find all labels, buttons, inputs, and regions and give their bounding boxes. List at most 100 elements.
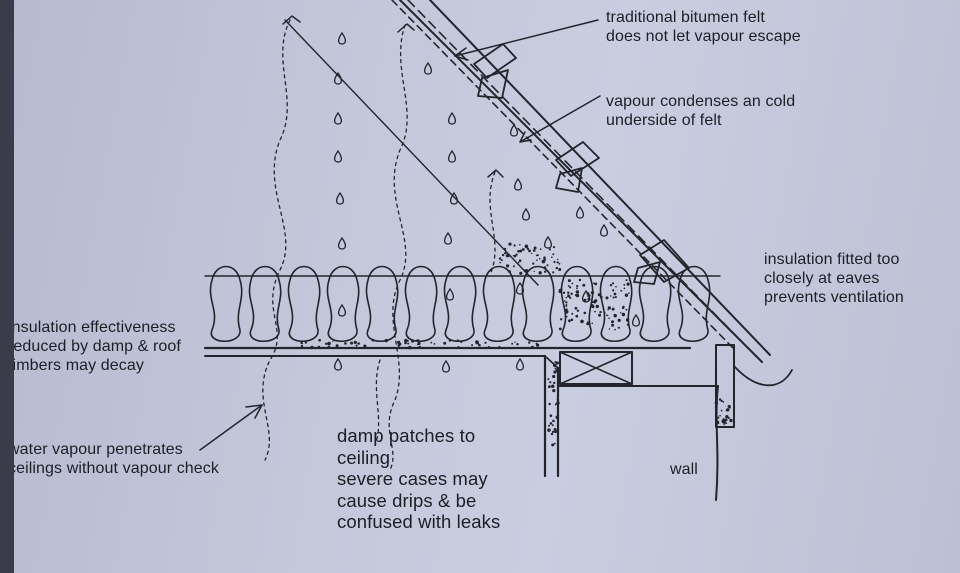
damp-speck (595, 304, 599, 309)
damp-speck (715, 412, 718, 415)
damp-speck (478, 343, 481, 347)
droplet (445, 287, 455, 301)
damp-speck (514, 341, 516, 343)
damp-speck (624, 293, 629, 297)
damp-speck (611, 323, 615, 327)
damp-speck (629, 280, 631, 282)
damp-speck (620, 289, 623, 292)
insulation-loop (287, 265, 321, 342)
damp-speck (626, 323, 629, 326)
damp-speck (551, 430, 555, 434)
damp-speck (727, 404, 731, 409)
damp-speck (551, 443, 555, 447)
insulation-loop (638, 265, 672, 342)
damp-speck (598, 313, 601, 317)
damp-speck (586, 292, 590, 295)
damp-speck (593, 282, 595, 285)
damp-speck (605, 296, 609, 300)
damp-speck (460, 341, 463, 344)
damp-speck (404, 338, 408, 343)
droplet (335, 191, 345, 205)
damp-speck (498, 257, 502, 260)
droplet (447, 111, 457, 125)
damp-speck (513, 265, 515, 268)
damp-speck (599, 295, 603, 299)
damp-speck (508, 242, 512, 246)
damp-speck (411, 339, 415, 343)
damp-speck (552, 389, 556, 393)
damp-speck (536, 259, 538, 262)
damp-speck (608, 317, 610, 320)
damp-speck (407, 342, 410, 345)
droplet (631, 313, 641, 327)
droplet (333, 149, 343, 163)
damp-speck (720, 409, 723, 412)
damp-speck (433, 343, 436, 345)
damp-speck (607, 309, 609, 311)
damp-speck (725, 422, 728, 425)
damp-speck (614, 296, 617, 299)
droplet (441, 359, 451, 373)
damp-speck (543, 258, 546, 262)
damp-speck (536, 343, 540, 347)
droplet (333, 111, 343, 125)
damp-speck (544, 270, 547, 273)
damp-speck (548, 402, 551, 406)
damp-speck (590, 291, 595, 295)
insulation-loop (677, 265, 711, 342)
damp-speck (555, 266, 558, 270)
damp-speck (548, 248, 551, 251)
damp-speck (513, 244, 516, 247)
label-water-vapour: water vapour penetrates ceilings without… (8, 441, 220, 477)
droplet (599, 223, 609, 237)
damp-speck (543, 256, 546, 260)
label-condensation: vapour condenses an cold underside of fe… (606, 93, 796, 129)
condensation-droplets (333, 31, 641, 373)
droplet (543, 235, 553, 249)
damp-speck (418, 345, 422, 349)
damp-speck (553, 428, 557, 431)
damp-speck (551, 424, 554, 427)
insulation-loop (404, 265, 438, 342)
damp-speck (408, 346, 412, 350)
droplet (337, 31, 347, 45)
label-damp-patches: damp patches to ceiling severe cases may… (337, 425, 501, 532)
damp-speck (621, 306, 625, 310)
damp-speck (553, 370, 557, 374)
droplet (449, 191, 459, 205)
insulation-loop (248, 265, 282, 342)
damp-speck (727, 417, 730, 419)
damp-speck (503, 247, 507, 251)
damp-speck (556, 401, 560, 405)
damp-speck (517, 261, 520, 264)
damp-speck (553, 381, 556, 385)
droplet (423, 61, 433, 75)
damp-speck (591, 300, 594, 304)
damp-speck (504, 252, 507, 255)
insulation-loop (521, 265, 555, 342)
damp-speck (551, 256, 553, 259)
damp-speck (521, 248, 525, 251)
insulation-loop (443, 265, 477, 342)
damp-speck (528, 341, 531, 344)
damp-speck (565, 304, 568, 306)
droplet (513, 177, 523, 191)
roof-battens (473, 43, 690, 285)
damp-speck (570, 318, 574, 322)
damp-speck (623, 287, 626, 290)
damp-speck (571, 312, 574, 315)
insulation-loop (209, 265, 243, 342)
damp-speck (471, 344, 474, 347)
damp-speck (553, 363, 557, 368)
damp-speck (484, 341, 487, 344)
damp-speck (562, 291, 566, 294)
damp-speck (720, 399, 723, 402)
damp-speck (552, 374, 556, 379)
damp-speck (487, 346, 491, 349)
damp-speck (498, 340, 500, 342)
damp-speck (325, 342, 328, 345)
damp-speck (416, 339, 419, 342)
damp-speck (567, 294, 570, 297)
damp-speck (612, 296, 615, 299)
damp-speck (530, 345, 535, 349)
